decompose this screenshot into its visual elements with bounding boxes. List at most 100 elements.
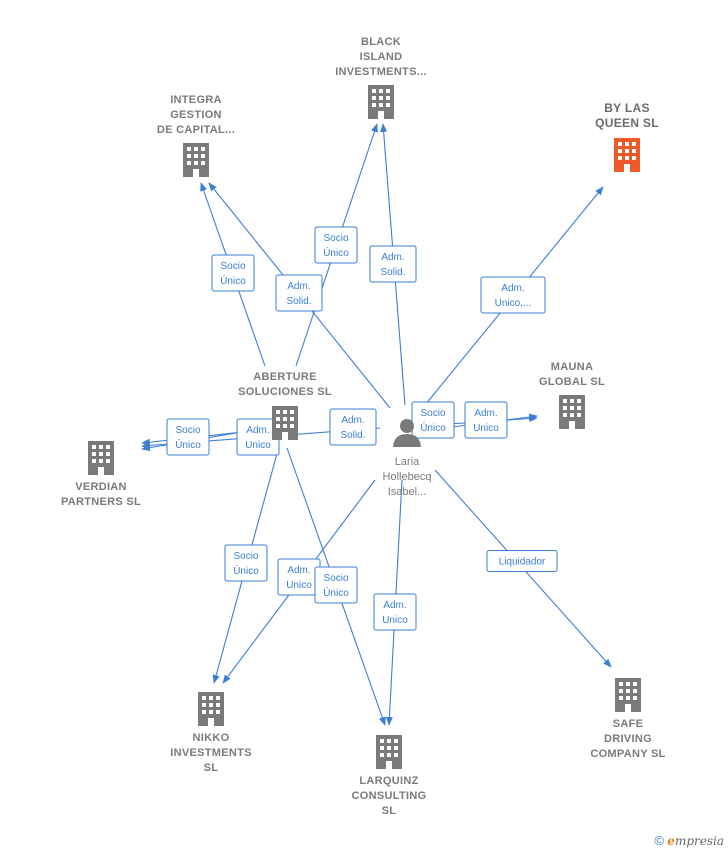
- company-name-integra: GESTION: [170, 109, 222, 121]
- relation-label-box: [369, 245, 417, 283]
- company-name-integra: INTEGRA: [170, 94, 222, 106]
- company-name-larquinz: SL: [382, 805, 397, 817]
- company-name-integra: DE CAPITAL...: [157, 124, 235, 136]
- relation-label-text: Adm.: [501, 283, 524, 294]
- company-name-verdian: PARTNERS SL: [61, 496, 141, 508]
- relation-label-box: [166, 418, 210, 456]
- building-icon: [198, 692, 224, 726]
- footer-brand: © empresia: [654, 833, 724, 848]
- company-node-black-island[interactable]: BLACK ISLAND INVESTMENTS...: [335, 36, 427, 119]
- relation-label-center-to-verdian[interactable]: Adm. Solid.: [329, 408, 377, 446]
- relation-label-text: Adm.: [287, 565, 310, 576]
- relation-label-text: Único: [175, 438, 201, 451]
- relation-label-text: Unico: [245, 440, 271, 451]
- person-name: Isabel...: [388, 486, 427, 498]
- company-name-nikko: SL: [204, 762, 219, 774]
- relation-label-center-to-black-island[interactable]: Adm. Solid.: [369, 245, 417, 283]
- relation-label-text: Socio: [233, 551, 258, 562]
- company-node-aberture[interactable]: ABERTURE SOLUCIONES SL: [238, 371, 332, 440]
- relation-label-box: [373, 593, 417, 631]
- company-node-safe-driving[interactable]: SAFE DRIVING COMPANY SL: [590, 678, 665, 760]
- relation-label-center-to-nikko[interactable]: Adm.Unico: [277, 558, 321, 596]
- company-name-by-las-queen: QUEEN SL: [595, 116, 659, 130]
- company-name-verdian: VERDIAN: [75, 481, 127, 493]
- company-name-safe-driving: COMPANY SL: [590, 748, 665, 760]
- relation-label-center-to-integra[interactable]: Adm. Solid.: [275, 274, 323, 312]
- relation-label-text: Solid.: [380, 267, 405, 278]
- relation-label-center-to-mauna[interactable]: Adm. Unico: [464, 401, 508, 439]
- building-icon: [368, 85, 394, 119]
- relation-label-text: Socio: [175, 425, 200, 436]
- relation-label-text: Único: [323, 246, 349, 259]
- company-name-mauna: GLOBAL SL: [539, 376, 605, 388]
- company-node-integra[interactable]: INTEGRA GESTION DE CAPITAL...: [157, 94, 235, 177]
- company-name-aberture: SOLUCIONES SL: [238, 386, 332, 398]
- relation-label-box: [314, 226, 358, 264]
- relation-label-box: [314, 566, 358, 604]
- copyright-symbol: ©: [654, 833, 664, 848]
- relation-label-box: [275, 274, 323, 312]
- relation-label-center-to-by-las-queen[interactable]: Adm. Unico,...: [480, 276, 546, 314]
- person-icon: [393, 419, 421, 447]
- relation-label-text: Adm.: [287, 281, 310, 292]
- relation-label-text: Adm.: [246, 425, 269, 436]
- building-icon: [88, 441, 114, 475]
- company-name-safe-driving: DRIVING: [604, 733, 652, 745]
- company-name-aberture: ABERTURE: [253, 371, 317, 383]
- relation-label-text: Único: [323, 586, 349, 599]
- relation-label-text: Socio: [420, 408, 445, 419]
- company-name-black-island: ISLAND: [360, 51, 403, 63]
- company-name-black-island: INVESTMENTS...: [335, 66, 427, 78]
- relation-label-text: Adm.: [383, 600, 406, 611]
- relation-label-box: [480, 276, 546, 314]
- company-node-nikko[interactable]: NIKKO INVESTMENTS SL: [170, 692, 252, 774]
- relation-label-text: Solid.: [286, 296, 311, 307]
- building-icon: [615, 678, 641, 712]
- company-name-nikko: INVESTMENTS: [170, 747, 252, 759]
- relation-label-center-to-safe-driving[interactable]: Liquidador: [486, 550, 558, 572]
- person-name: Hollebecq: [383, 471, 432, 483]
- relation-label-box: [486, 550, 558, 572]
- building-icon: [272, 406, 298, 440]
- building-icon: [614, 138, 640, 172]
- relation-label-center-to-larquinz[interactable]: Adm. Unico: [373, 593, 417, 631]
- relation-label-text: Adm.: [381, 252, 404, 263]
- relation-label-box: [224, 544, 268, 582]
- building-icon: [376, 735, 402, 769]
- relation-label-text: Socio: [323, 573, 348, 584]
- company-name-safe-driving: SAFE: [613, 718, 644, 730]
- building-icon: [559, 395, 585, 429]
- relation-label-text: Liquidador: [499, 557, 546, 568]
- company-name-black-island: BLACK: [361, 36, 401, 48]
- relation-label-text: Unico,...: [495, 298, 532, 309]
- relation-label-box: [329, 408, 377, 446]
- person-name: Laria: [395, 456, 420, 468]
- company-node-verdian[interactable]: VERDIAN PARTNERS SL: [61, 441, 141, 508]
- building-icon: [183, 143, 209, 177]
- relation-label-text: Adm.: [474, 408, 497, 419]
- relation-label-text: Único: [420, 421, 446, 434]
- relation-label-text: Único: [233, 564, 259, 577]
- relation-label-box: [411, 401, 455, 439]
- relation-label-text: Socio: [323, 233, 348, 244]
- relation-label-text: Unico: [382, 615, 408, 626]
- company-name-by-las-queen: BY LAS: [604, 101, 650, 115]
- empresia-logo: empresia: [667, 834, 724, 848]
- person-node-center[interactable]: LariaHollebecqIsabel...: [383, 419, 432, 498]
- company-name-larquinz: LARQUINZ: [359, 775, 418, 787]
- relation-label-text: Unico: [473, 423, 499, 434]
- relation-label-text: Adm.: [341, 415, 364, 426]
- company-name-nikko: NIKKO: [193, 732, 230, 744]
- relation-label-box: [211, 254, 255, 292]
- relation-label-text: Solid.: [340, 430, 365, 441]
